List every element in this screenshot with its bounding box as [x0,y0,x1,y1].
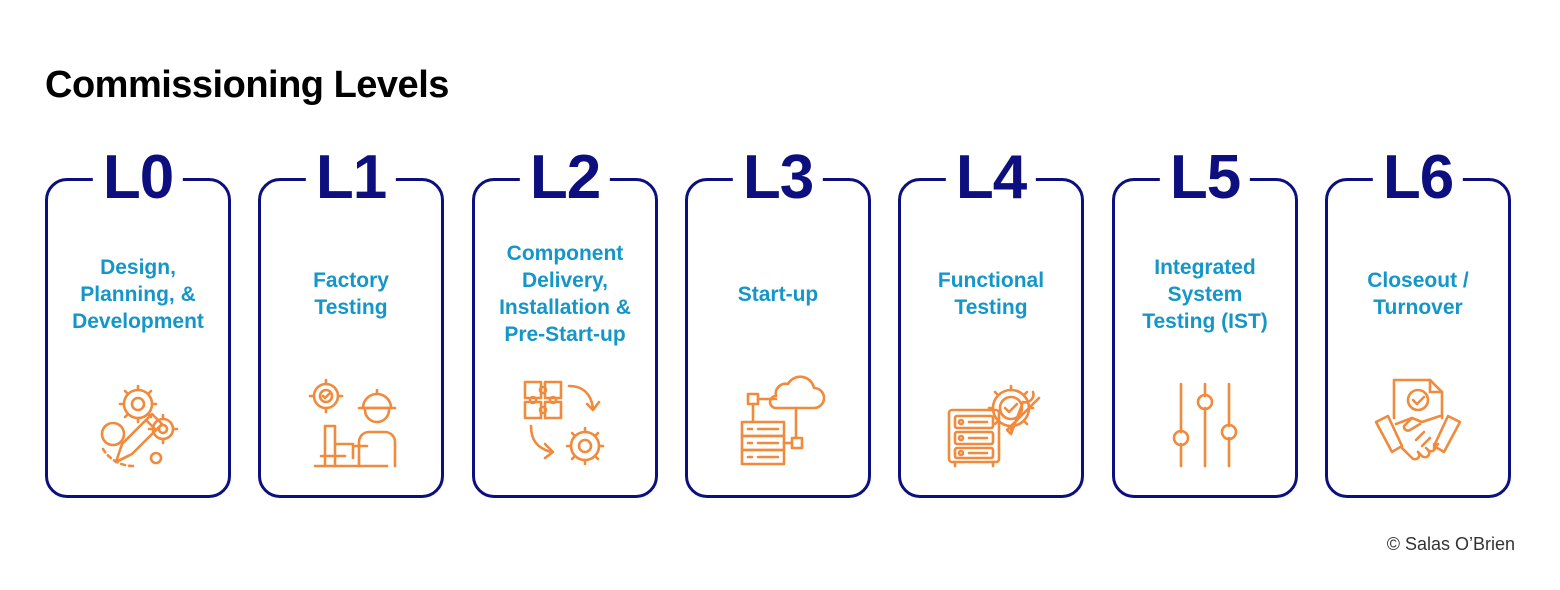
level-card-l4: L4 Functional Testing [898,143,1084,498]
level-card-l5: L5 Integrated System Testing (IST) [1112,143,1298,498]
level-number: L5 [1159,143,1251,213]
level-label: Integrated System Testing (IST) [1142,255,1268,333]
level-card-l2: L2 Component Delivery, Installation & Pr… [472,143,658,498]
level-number: L3 [732,143,824,213]
level-label: Start-up [737,282,819,306]
level-card-l0: L0 Design, Planning, & Development [45,143,231,498]
factory-worker-icon [301,374,401,474]
server-cloud-icon [728,374,828,474]
handshake-document-icon [1368,374,1468,474]
level-number: L2 [519,143,611,213]
level-number: L6 [1372,143,1464,213]
level-label: Factory Testing [313,269,389,319]
level-card-l6: L6 Closeout / Turnover [1325,143,1511,498]
level-label: Component Delivery, Installation & Pre-S… [499,242,631,346]
level-label: Functional Testing [937,269,1045,319]
copyright-text: © Salas O’Brien [1386,534,1515,554]
level-label: Design, Planning, & Development [72,255,204,333]
level-card-l3: L3 Start-up [685,143,871,498]
puzzle-gear-icon [515,374,615,474]
page-title: Commissioning Levels [45,64,449,106]
sliders-icon [1155,374,1255,474]
design-gears-pencil-icon [88,374,188,474]
server-gear-wrench-icon [941,374,1041,474]
level-number: L4 [945,143,1037,213]
level-number: L0 [92,143,184,213]
level-label: Closeout / Turnover [1367,269,1469,319]
level-number: L1 [305,143,397,213]
level-card-l1: L1 Factory Testing [258,143,444,498]
